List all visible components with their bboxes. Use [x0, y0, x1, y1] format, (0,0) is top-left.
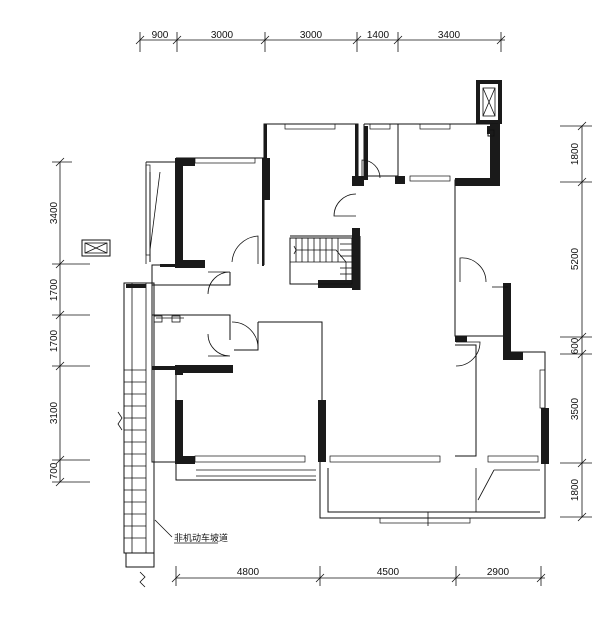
bottom-dim-1: 4500: [377, 567, 400, 578]
left-dimension-chain: 3400 1700 1700 3100 700: [49, 157, 90, 487]
staircase: [289, 237, 353, 285]
vent-box-symbol-left: [81, 239, 111, 257]
balcony-diagonal: [477, 469, 495, 501]
bottom-dim-2: 2900: [487, 567, 510, 578]
left-dim-3: 3100: [49, 401, 60, 424]
right-dimension-chain: 1800 5200 600 3500 1800: [560, 121, 592, 522]
right-dim-1: 5200: [570, 247, 581, 270]
top-dim-2: 3000: [300, 30, 323, 41]
top-dim-0: 900: [152, 30, 169, 41]
ramp-label: 非机动车坡道: [174, 532, 228, 544]
right-dim-2: 600: [570, 337, 581, 354]
left-dim-4: 700: [49, 462, 60, 479]
right-dim-0: 1800: [570, 142, 581, 165]
bicycle-ramp: 非机动车坡道: [117, 282, 228, 588]
top-ticks: [135, 32, 506, 52]
pipe-marker: [487, 129, 495, 137]
left-dim-1: 1700: [49, 278, 60, 301]
doors: [153, 159, 508, 367]
left-dim-0: 3400: [49, 201, 60, 224]
ramp-steps: [124, 369, 146, 539]
top-dim-1: 3000: [211, 30, 234, 41]
walls: [152, 124, 549, 464]
bottom-dim-0: 4800: [237, 567, 260, 578]
bottom-dimension-chain: 4800 4500 2900: [171, 566, 546, 586]
right-dim-3: 3500: [570, 397, 581, 420]
left-dim-2: 1700: [49, 329, 60, 352]
top-dim-3: 1400: [367, 30, 390, 41]
top-dim-4: 3400: [438, 30, 461, 41]
vent-shaft-symbol-top: [476, 80, 502, 124]
right-dim-4: 1800: [570, 478, 581, 501]
top-dimension-chain: 900 3000 3000 1400 3400: [135, 30, 506, 52]
windows: [145, 123, 546, 526]
